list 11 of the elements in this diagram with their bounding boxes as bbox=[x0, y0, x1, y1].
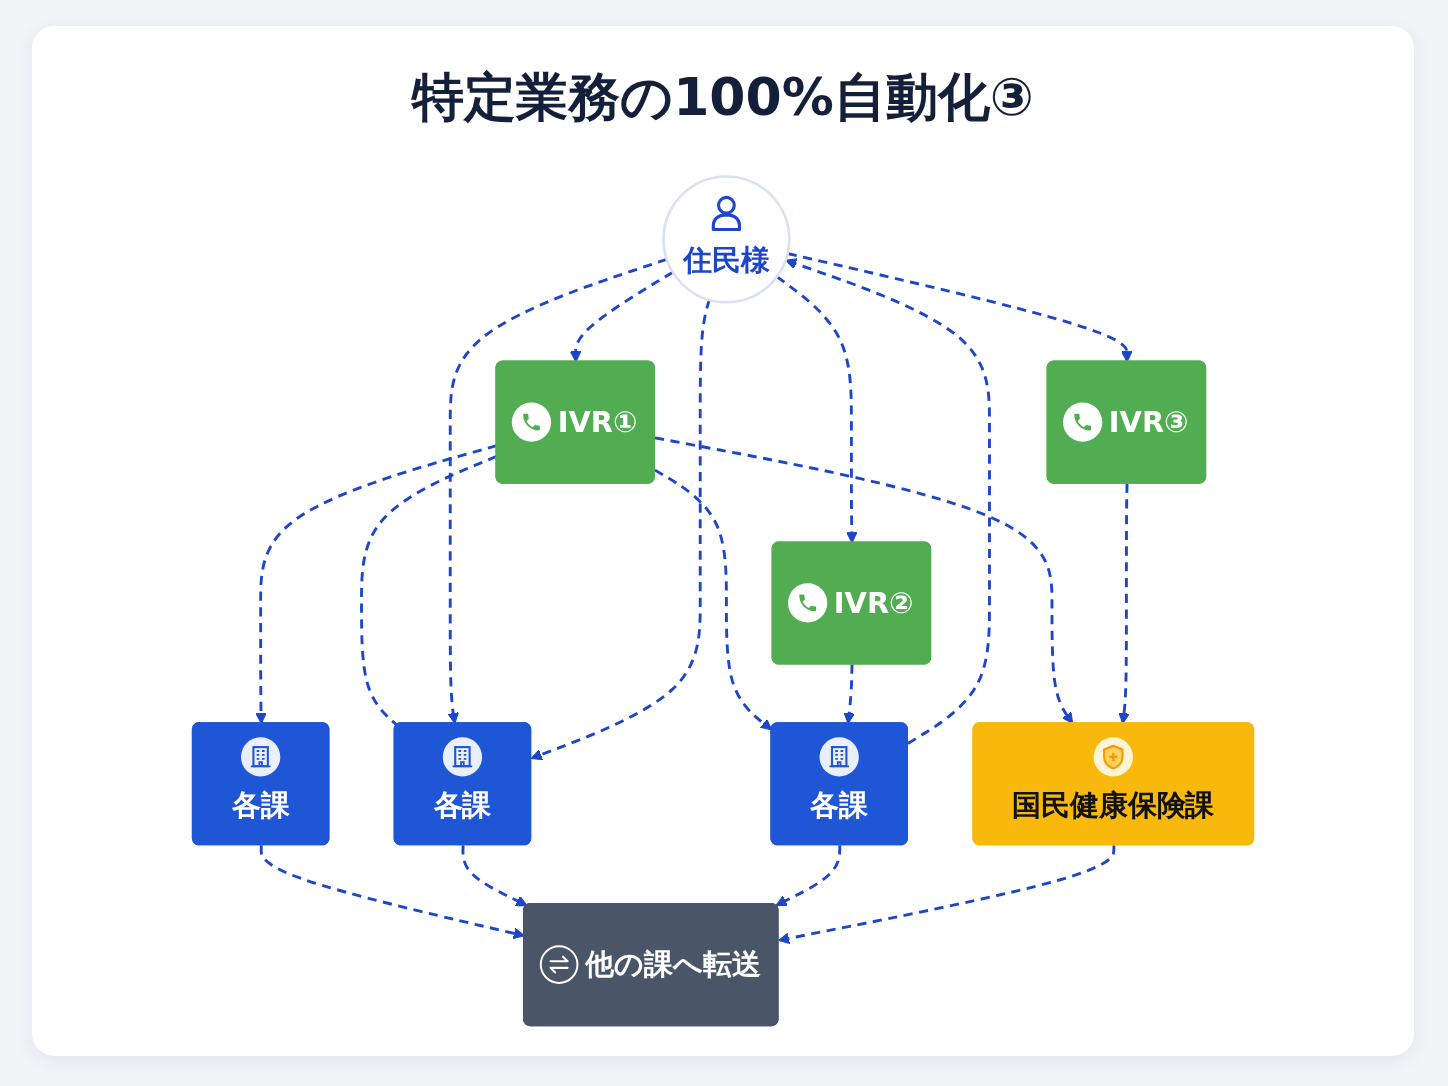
arrow bbox=[787, 252, 1133, 363]
arrow bbox=[654, 468, 773, 731]
arrow bbox=[776, 275, 858, 544]
arrow bbox=[778, 845, 1116, 945]
arrow bbox=[530, 299, 711, 761]
arrow bbox=[775, 845, 842, 907]
title: 特定業務の100%自動化③ bbox=[412, 66, 1034, 129]
arrow bbox=[569, 270, 674, 363]
arrow bbox=[461, 845, 528, 907]
node-circle: 住民様 bbox=[662, 175, 791, 304]
arrow bbox=[785, 258, 991, 745]
